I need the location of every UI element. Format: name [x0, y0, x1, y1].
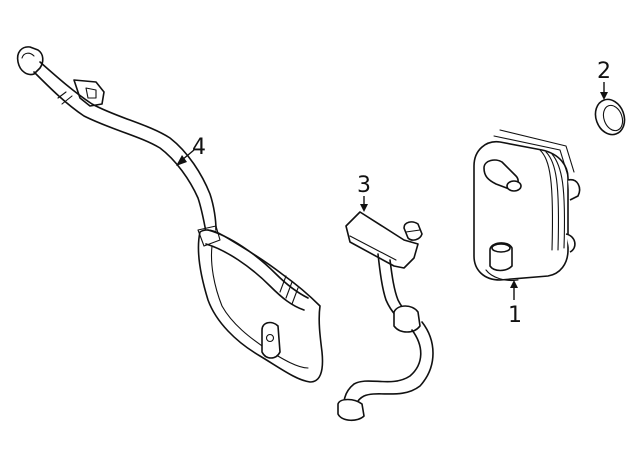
callout-4: 4 [176, 135, 206, 166]
callout-3: 3 [357, 173, 371, 212]
callout-3-label: 3 [357, 173, 371, 198]
part-3-coolant-pipe[interactable] [337, 211, 434, 422]
callout-1-label: 1 [508, 303, 522, 328]
callout-4-label: 4 [192, 135, 206, 160]
callout-2-label: 2 [597, 59, 611, 84]
part-2-seal-ring[interactable] [591, 95, 630, 138]
part-1-oil-cooler[interactable] [473, 129, 581, 282]
callout-1: 1 [508, 280, 522, 328]
part-4-oil-line[interactable] [16, 46, 324, 383]
callout-2: 2 [597, 59, 611, 100]
